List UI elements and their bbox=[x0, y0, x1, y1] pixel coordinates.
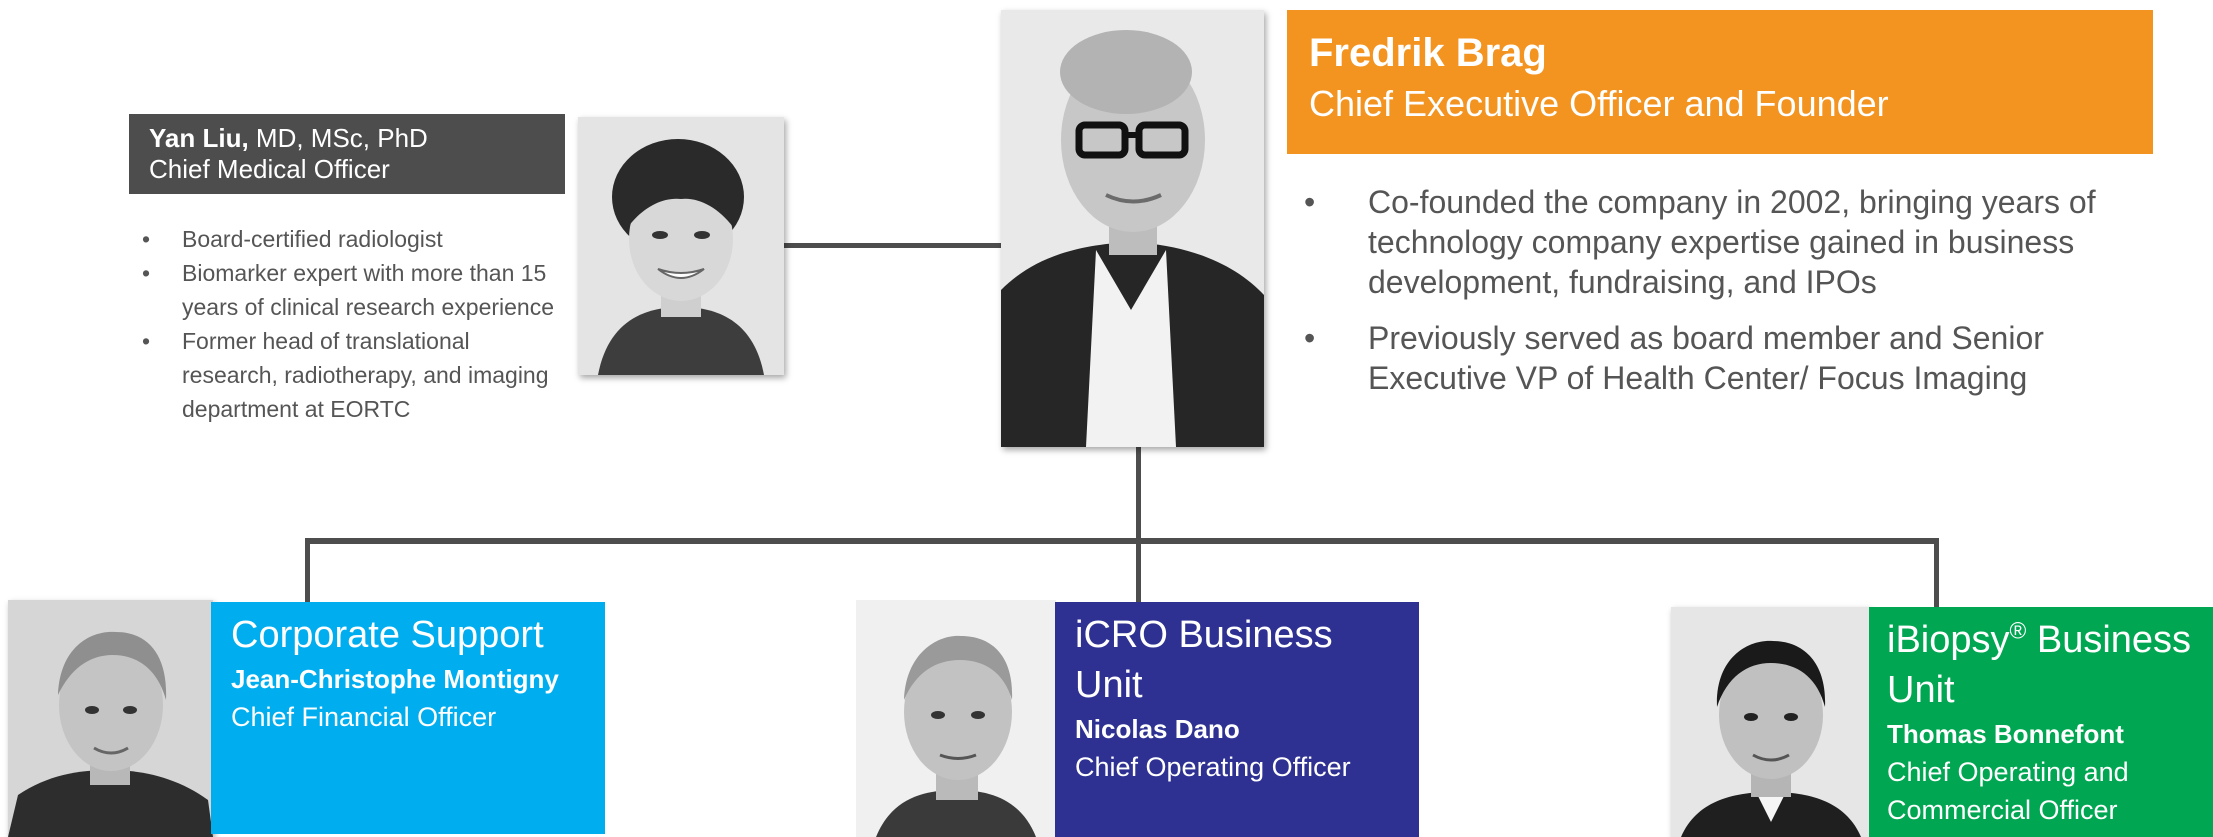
ceo-bullet-list: • Co-founded the company in 2002, bringi… bbox=[1300, 182, 2180, 414]
cmo-name-line: Yan Liu, MD, MSc, PhD bbox=[149, 122, 545, 154]
bullet-marker: • bbox=[1304, 320, 1316, 356]
ceo-title: Chief Executive Officer and Founder bbox=[1309, 83, 1889, 124]
middle-branch-connector bbox=[1136, 538, 1141, 604]
ceo-bullet-item: • Previously served as board member and … bbox=[1300, 318, 2180, 398]
cmo-credentials: MD, MSc, PhD bbox=[248, 123, 428, 153]
unit-role: Chief Operating and Commercial Officer bbox=[1887, 757, 2129, 825]
unit-person: Jean-Christophe Montigny bbox=[231, 664, 559, 694]
ceo-photo bbox=[1001, 10, 1264, 447]
ibiopsy-business-unit-box: iBiopsy® Business Unit Thomas Bonnefont … bbox=[1869, 607, 2213, 837]
left-branch-connector bbox=[305, 538, 310, 604]
ibiopsy-coo-photo bbox=[1671, 607, 1871, 837]
cmo-bullet-text: Biomarker expert with more than 15 years… bbox=[182, 260, 555, 320]
unit-title: iBiopsy® Business Unit bbox=[1887, 615, 2195, 715]
ceo-bullet-text: Previously served as board member and Se… bbox=[1368, 320, 2044, 396]
ceo-name: Fredrik Brag bbox=[1309, 31, 1547, 75]
cmo-bullet-item: • Former head of translational research,… bbox=[140, 324, 570, 426]
bullet-marker: • bbox=[142, 260, 151, 286]
horizontal-bus-connector bbox=[305, 538, 1939, 544]
bullet-marker: • bbox=[142, 328, 151, 354]
unit-title-rest: Business Unit bbox=[1887, 619, 2192, 711]
ceo-bullet-item: • Co-founded the company in 2002, bringi… bbox=[1300, 182, 2180, 302]
unit-person: Nicolas Dano bbox=[1075, 714, 1240, 744]
unit-person: Thomas Bonnefont bbox=[1887, 719, 2124, 749]
unit-title-main: iBiopsy bbox=[1887, 619, 2010, 661]
cmo-header-box: Yan Liu, MD, MSc, PhD Chief Medical Offi… bbox=[129, 114, 565, 194]
ceo-header-box: Fredrik Brag Chief Executive Officer and… bbox=[1287, 10, 2153, 154]
cmo-title: Chief Medical Officer bbox=[149, 154, 390, 184]
cmo-bullet-text: Former head of translational research, r… bbox=[182, 328, 549, 422]
registered-mark: ® bbox=[2009, 617, 2027, 644]
cmo-bullet-item: • Board-certified radiologist bbox=[140, 222, 570, 256]
cmo-name: Yan Liu, bbox=[149, 123, 249, 153]
right-branch-connector bbox=[1934, 538, 1939, 610]
cfo-photo bbox=[8, 600, 213, 837]
cmo-bullet-text: Board-certified radiologist bbox=[182, 226, 443, 252]
cmo-photo bbox=[578, 117, 784, 375]
ceo-stem-connector bbox=[1136, 446, 1141, 541]
unit-role: Chief Financial Officer bbox=[231, 702, 497, 732]
unit-title: Corporate Support bbox=[231, 614, 544, 656]
ceo-bullet-text: Co-founded the company in 2002, bringing… bbox=[1368, 184, 2096, 300]
icro-business-unit-box: iCRO Business Unit Nicolas Dano Chief Op… bbox=[1055, 602, 1419, 837]
cmo-ceo-connector bbox=[783, 243, 1001, 248]
bullet-marker: • bbox=[142, 226, 151, 252]
unit-role: Chief Operating Officer bbox=[1075, 752, 1351, 782]
corporate-support-box: Corporate Support Jean-Christophe Montig… bbox=[211, 602, 605, 834]
cmo-bullet-item: • Biomarker expert with more than 15 yea… bbox=[140, 256, 570, 324]
bullet-marker: • bbox=[1304, 184, 1316, 220]
icro-coo-photo bbox=[856, 600, 1056, 837]
cmo-bullet-list: • Board-certified radiologist • Biomarke… bbox=[140, 222, 570, 426]
unit-title: iCRO Business Unit bbox=[1075, 614, 1333, 706]
